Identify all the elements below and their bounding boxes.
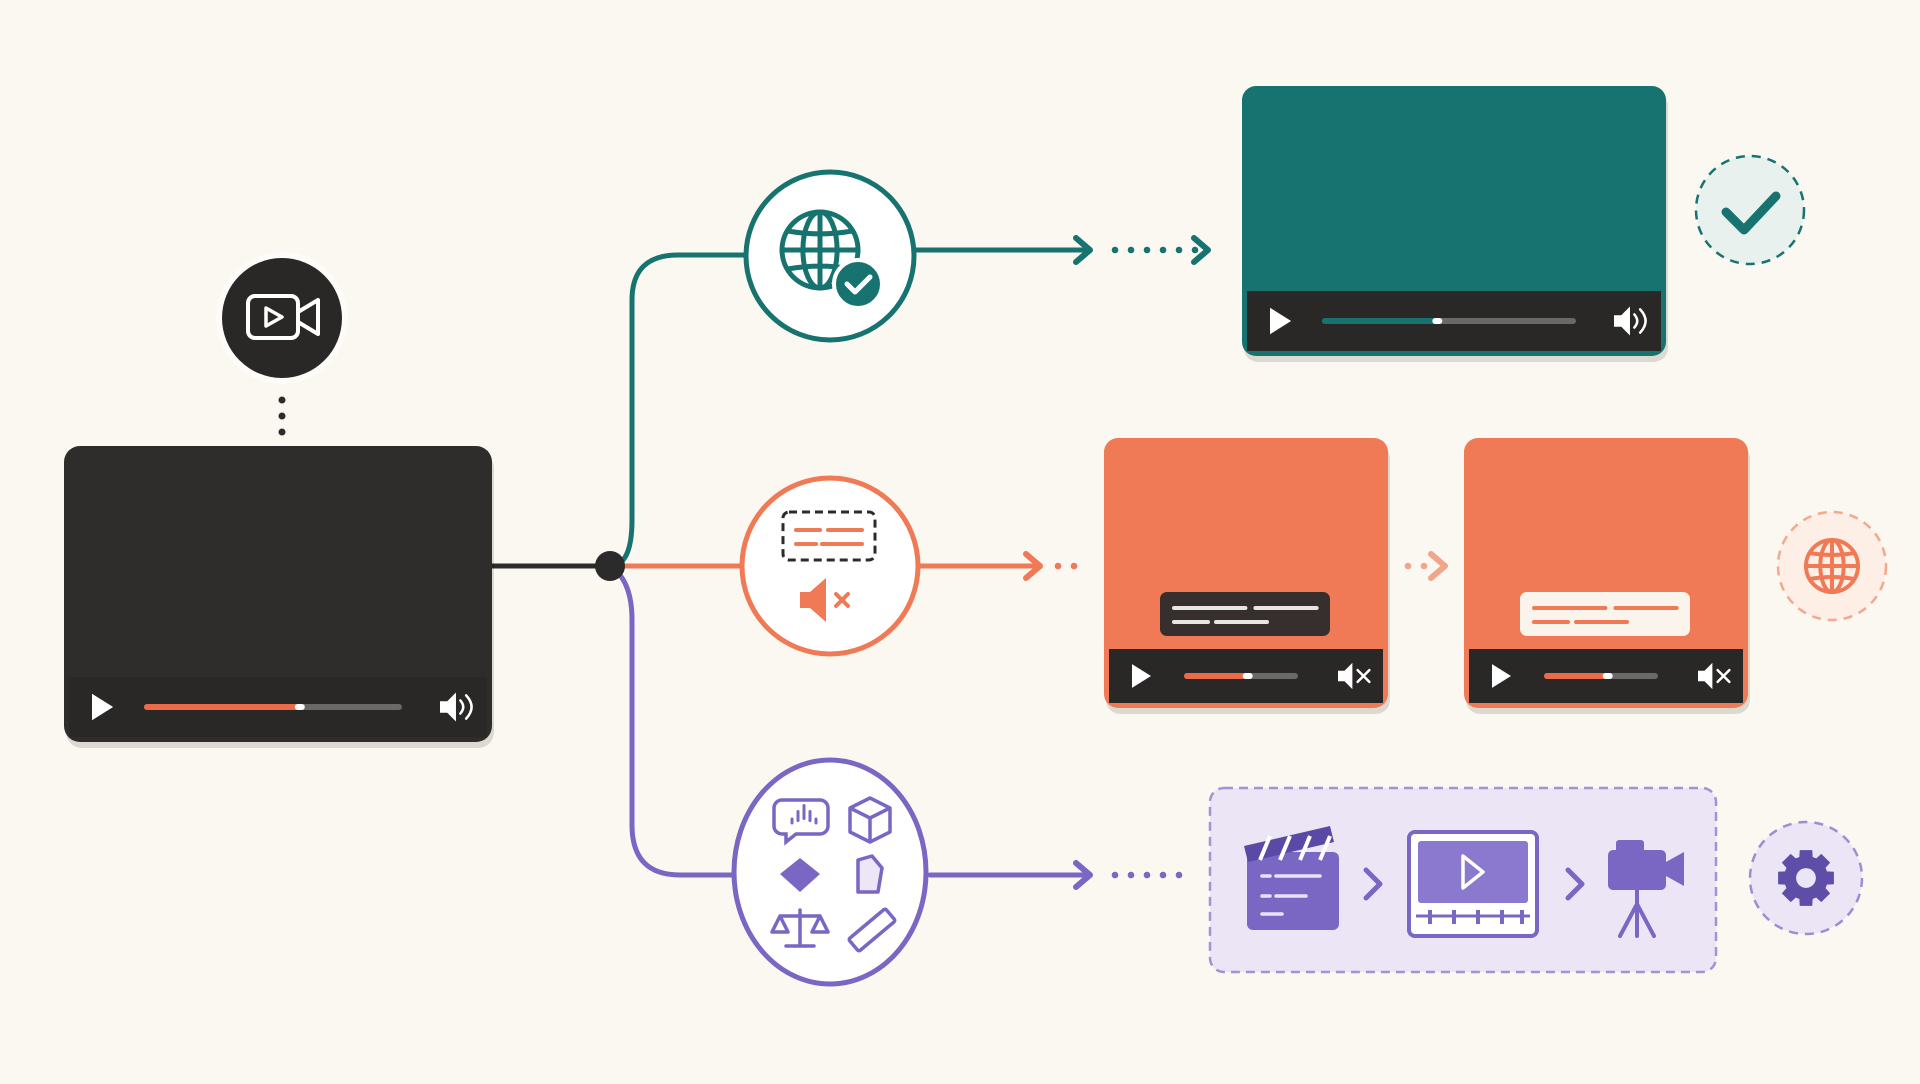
orange-mid-arrow-head	[1428, 551, 1448, 581]
orange-arrow-head	[1023, 551, 1043, 581]
player-controls	[1247, 291, 1661, 351]
play-icon[interactable]	[1132, 664, 1152, 688]
progress-handle	[294, 704, 305, 710]
globe-icon	[1804, 538, 1860, 594]
teal-dotted-connector	[1111, 246, 1199, 254]
orange-hub-circle	[739, 475, 921, 657]
purple-dotted-connector	[1111, 871, 1183, 879]
player-controls	[1469, 649, 1743, 703]
verified-status-badge	[1694, 154, 1806, 266]
progress-fill	[144, 704, 299, 710]
player-frame	[1104, 438, 1388, 708]
progress-handle	[1432, 318, 1443, 324]
player-frame	[1242, 86, 1666, 356]
volume-icon[interactable]	[440, 692, 473, 722]
purple-hub-node	[731, 757, 929, 987]
teal-branch-line	[607, 252, 753, 569]
check-icon	[1721, 191, 1781, 235]
ruler-icon	[847, 907, 897, 953]
progress-fill	[1544, 673, 1607, 679]
camera-dotted-connector	[278, 396, 286, 436]
production-pipeline-panel	[1208, 786, 1718, 974]
captioned-video-player-dark	[1104, 438, 1390, 714]
caption-overlay	[1520, 592, 1690, 636]
mute-icon[interactable]	[1698, 662, 1731, 690]
purple-arrow-head	[1073, 860, 1093, 890]
caption-overlay	[1160, 592, 1330, 636]
play-icon[interactable]	[1270, 307, 1292, 335]
play-icon[interactable]	[1492, 664, 1512, 688]
status-ring	[1694, 154, 1806, 266]
camera-tripod-icon	[1608, 840, 1684, 938]
teal-hub-circle	[743, 169, 917, 343]
player-controls	[69, 677, 487, 737]
progress-handle	[1602, 673, 1613, 679]
settings-status-badge	[1748, 820, 1864, 936]
player-frame	[64, 446, 492, 742]
scale-icon	[770, 908, 830, 948]
mute-icon[interactable]	[1338, 662, 1371, 690]
progress-fill	[1322, 318, 1437, 324]
source-group	[216, 252, 348, 436]
caption-box-icon	[781, 510, 877, 562]
tag-icon	[856, 854, 884, 894]
clapperboard-icon	[1244, 826, 1339, 930]
gear-icon	[1778, 850, 1834, 906]
diamond-icon	[780, 858, 820, 892]
teal-dotted-arrow-head	[1191, 235, 1211, 265]
player-controls	[1109, 649, 1383, 703]
chevron-right-icon	[1565, 867, 1585, 901]
teal-arrow-head	[1073, 235, 1093, 265]
box-icon	[848, 796, 892, 844]
check-badge-icon	[832, 258, 884, 310]
orange-hub-node	[739, 475, 921, 657]
speech-audio-icon	[772, 798, 830, 846]
purple-branch-line	[607, 563, 745, 878]
localized-status-badge	[1776, 510, 1888, 622]
progress-handle	[1242, 673, 1253, 679]
player-frame	[1464, 438, 1748, 708]
orange-mid-dotted-connector	[1404, 562, 1428, 570]
video-editor-icon	[1407, 830, 1539, 938]
purple-hub-circle	[731, 757, 929, 987]
orange-dotted-connector	[1054, 562, 1078, 570]
diagram-content	[64, 86, 1888, 987]
progress-fill	[1184, 673, 1247, 679]
teal-hub-node	[743, 169, 917, 343]
junction-node	[595, 551, 625, 581]
chevron-right-icon	[1363, 867, 1383, 901]
volume-icon[interactable]	[1614, 306, 1647, 336]
source-video-player	[64, 446, 494, 748]
play-icon[interactable]	[92, 693, 114, 721]
captioned-video-player-light	[1464, 438, 1750, 714]
verified-video-player	[1242, 86, 1668, 362]
video-camera-icon	[246, 294, 320, 340]
mute-icon	[800, 578, 850, 622]
